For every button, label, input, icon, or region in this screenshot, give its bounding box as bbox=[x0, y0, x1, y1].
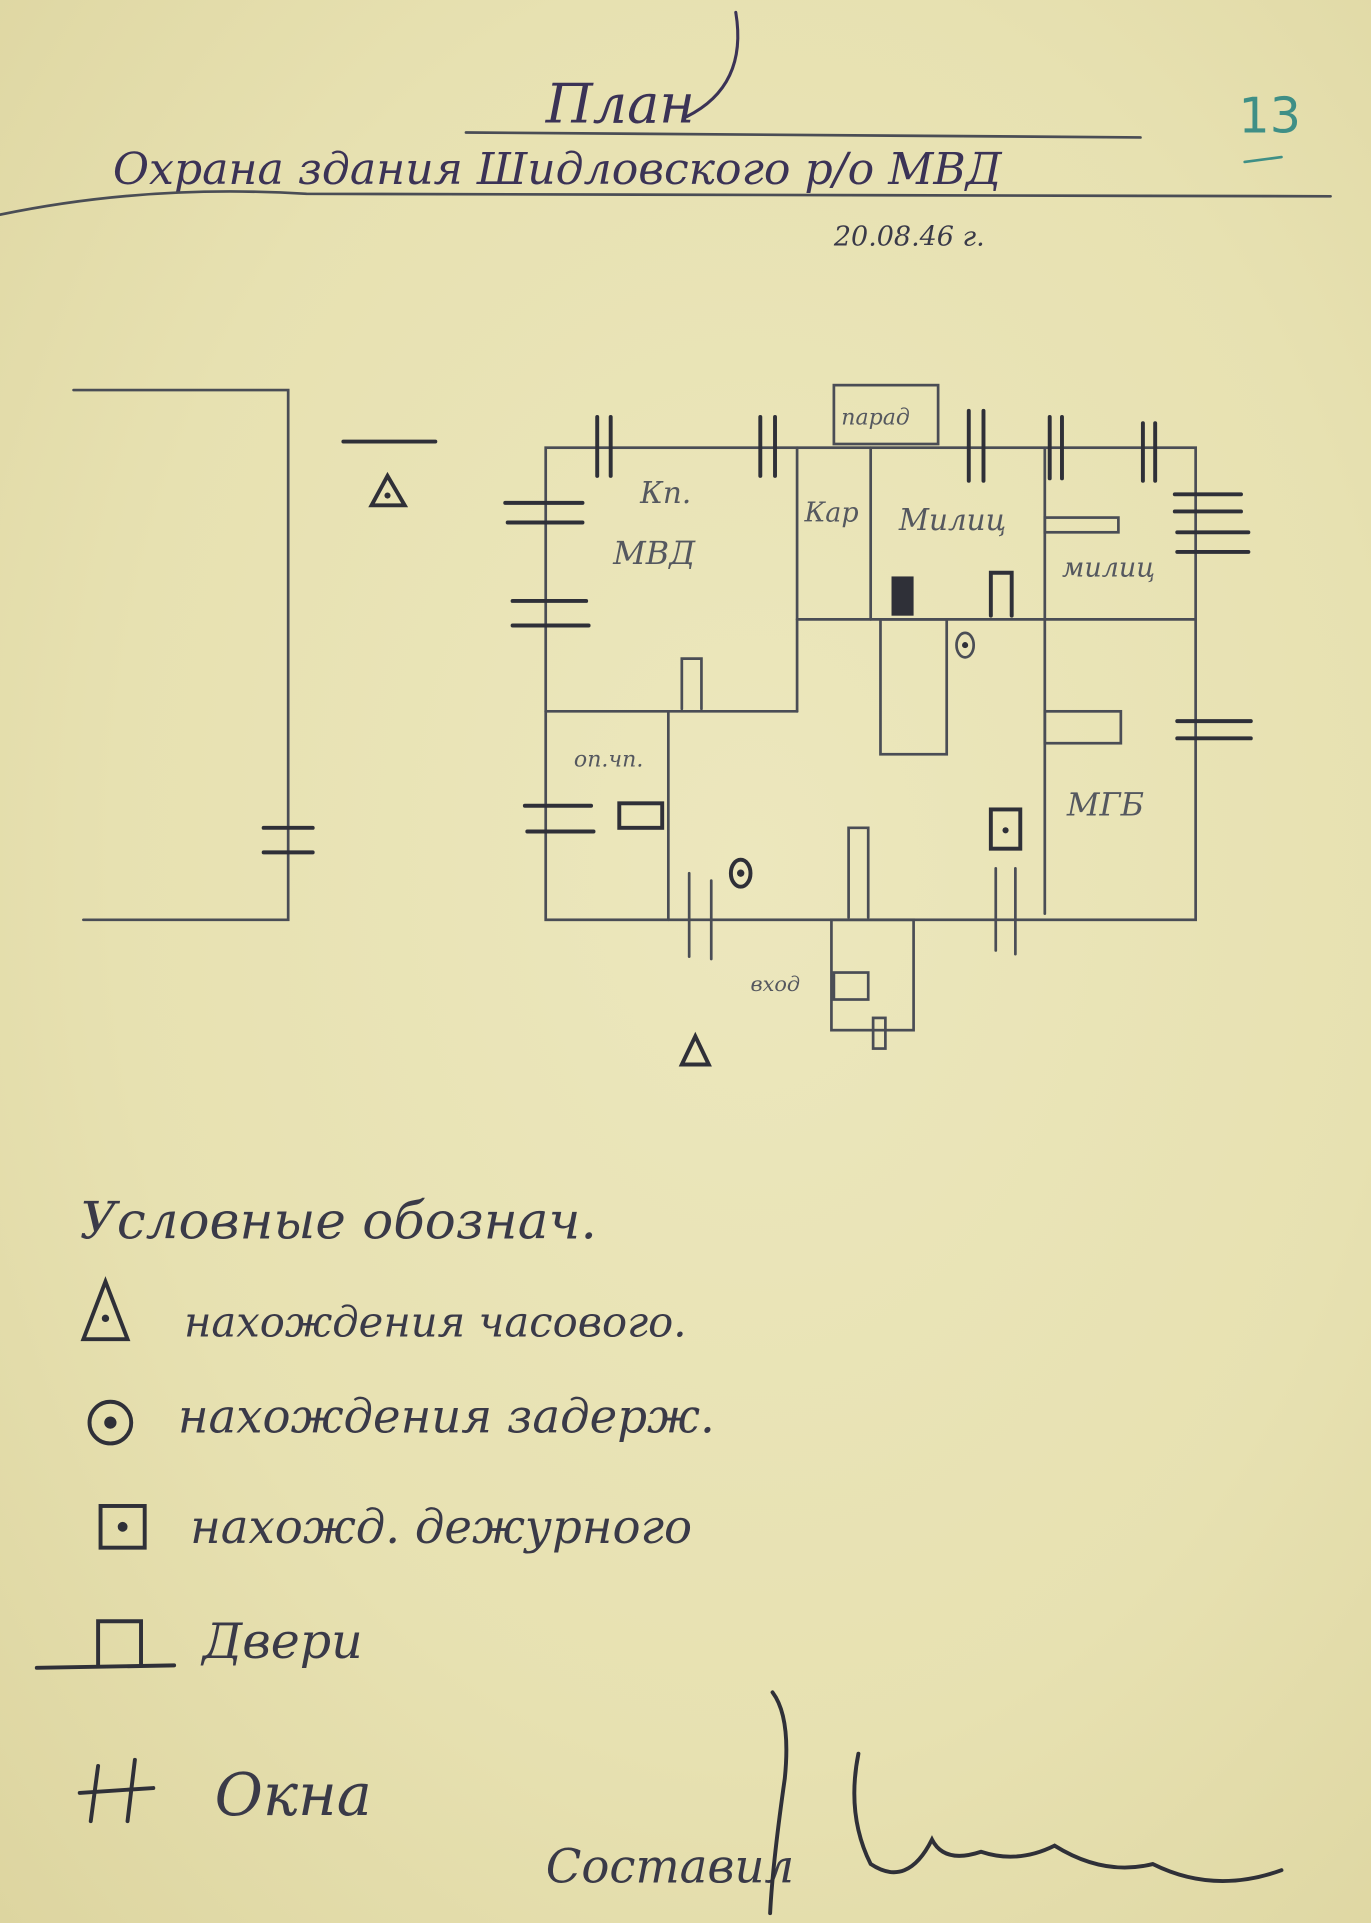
heading: План bbox=[545, 73, 695, 136]
triangle-dot-icon bbox=[80, 1276, 131, 1342]
label-mvd: МВД bbox=[612, 534, 696, 572]
square-dot-icon bbox=[98, 1504, 147, 1550]
sentry-triangle-icon bbox=[368, 471, 409, 508]
label-milic: Милиц bbox=[898, 503, 1006, 537]
heading-flourish bbox=[685, 10, 740, 119]
top-windows bbox=[595, 408, 1158, 483]
compiled-by-label: Составил bbox=[546, 1839, 794, 1893]
main-building: парад Кп. МВД Кар Милиц милиц оп.чп. МГБ bbox=[503, 383, 1253, 1067]
sentry-triangle-icon bbox=[678, 1031, 712, 1067]
subtitle-underline bbox=[0, 190, 1332, 217]
legend-sentry: нахождения часового. bbox=[184, 1298, 687, 1347]
main-entrance-porch bbox=[832, 383, 940, 446]
footer: Составил bbox=[546, 1690, 1284, 1916]
legend-detainee: нахождения задерж. bbox=[178, 1389, 715, 1443]
page-number: 13 bbox=[1239, 87, 1301, 145]
side-entrance-doors bbox=[687, 866, 1017, 961]
window-icon bbox=[77, 1757, 156, 1824]
signature bbox=[768, 1690, 1284, 1916]
label-mgb: МГБ bbox=[1066, 786, 1144, 824]
date: 20.08.46 г. bbox=[833, 221, 985, 252]
left-building-walls bbox=[72, 388, 290, 922]
door-icon bbox=[988, 570, 1014, 618]
door-icon bbox=[847, 826, 870, 919]
legend-doors: Двери bbox=[200, 1612, 362, 1670]
subtitle: Охрана здания Шидловского р/о МВД bbox=[113, 144, 1003, 195]
label-vhod: вход bbox=[750, 972, 800, 996]
door-icon bbox=[680, 657, 703, 711]
right-windows bbox=[1172, 492, 1253, 741]
circle-dot-icon bbox=[87, 1399, 134, 1446]
table bbox=[1043, 709, 1123, 745]
door-icon bbox=[871, 1016, 887, 1050]
legend-title: Условные обознач. bbox=[80, 1192, 597, 1252]
label-parad: парад bbox=[841, 405, 910, 430]
heading-underline bbox=[464, 131, 1142, 139]
legend-duty: нахожд. дежурного bbox=[190, 1500, 692, 1554]
left-building bbox=[72, 388, 438, 922]
label-kar: Кар bbox=[803, 497, 858, 528]
header: План Охрана здания Шидловского р/о МВД 2… bbox=[0, 10, 1332, 252]
label-op-chp: оп.чп. bbox=[574, 748, 643, 773]
stove-block bbox=[891, 576, 914, 616]
long-table bbox=[879, 618, 949, 756]
door-icon bbox=[34, 1619, 177, 1670]
desk bbox=[617, 801, 665, 830]
label-kp: Кп. bbox=[639, 476, 691, 510]
vestibule-bench bbox=[832, 971, 870, 1001]
legend-windows: Окна bbox=[215, 1760, 372, 1829]
label-milic-2: милиц bbox=[1062, 552, 1155, 583]
legend: Условные обознач. нахождения часового. н… bbox=[34, 1192, 715, 1829]
entrance-vestibule bbox=[830, 918, 915, 1032]
bench bbox=[1043, 516, 1120, 534]
page-number-mark bbox=[1243, 155, 1283, 164]
detainee-circle-icon bbox=[955, 631, 976, 659]
detainee-circle-icon bbox=[728, 857, 753, 889]
left-windows bbox=[503, 500, 596, 834]
duty-officer-square-icon bbox=[988, 807, 1023, 851]
